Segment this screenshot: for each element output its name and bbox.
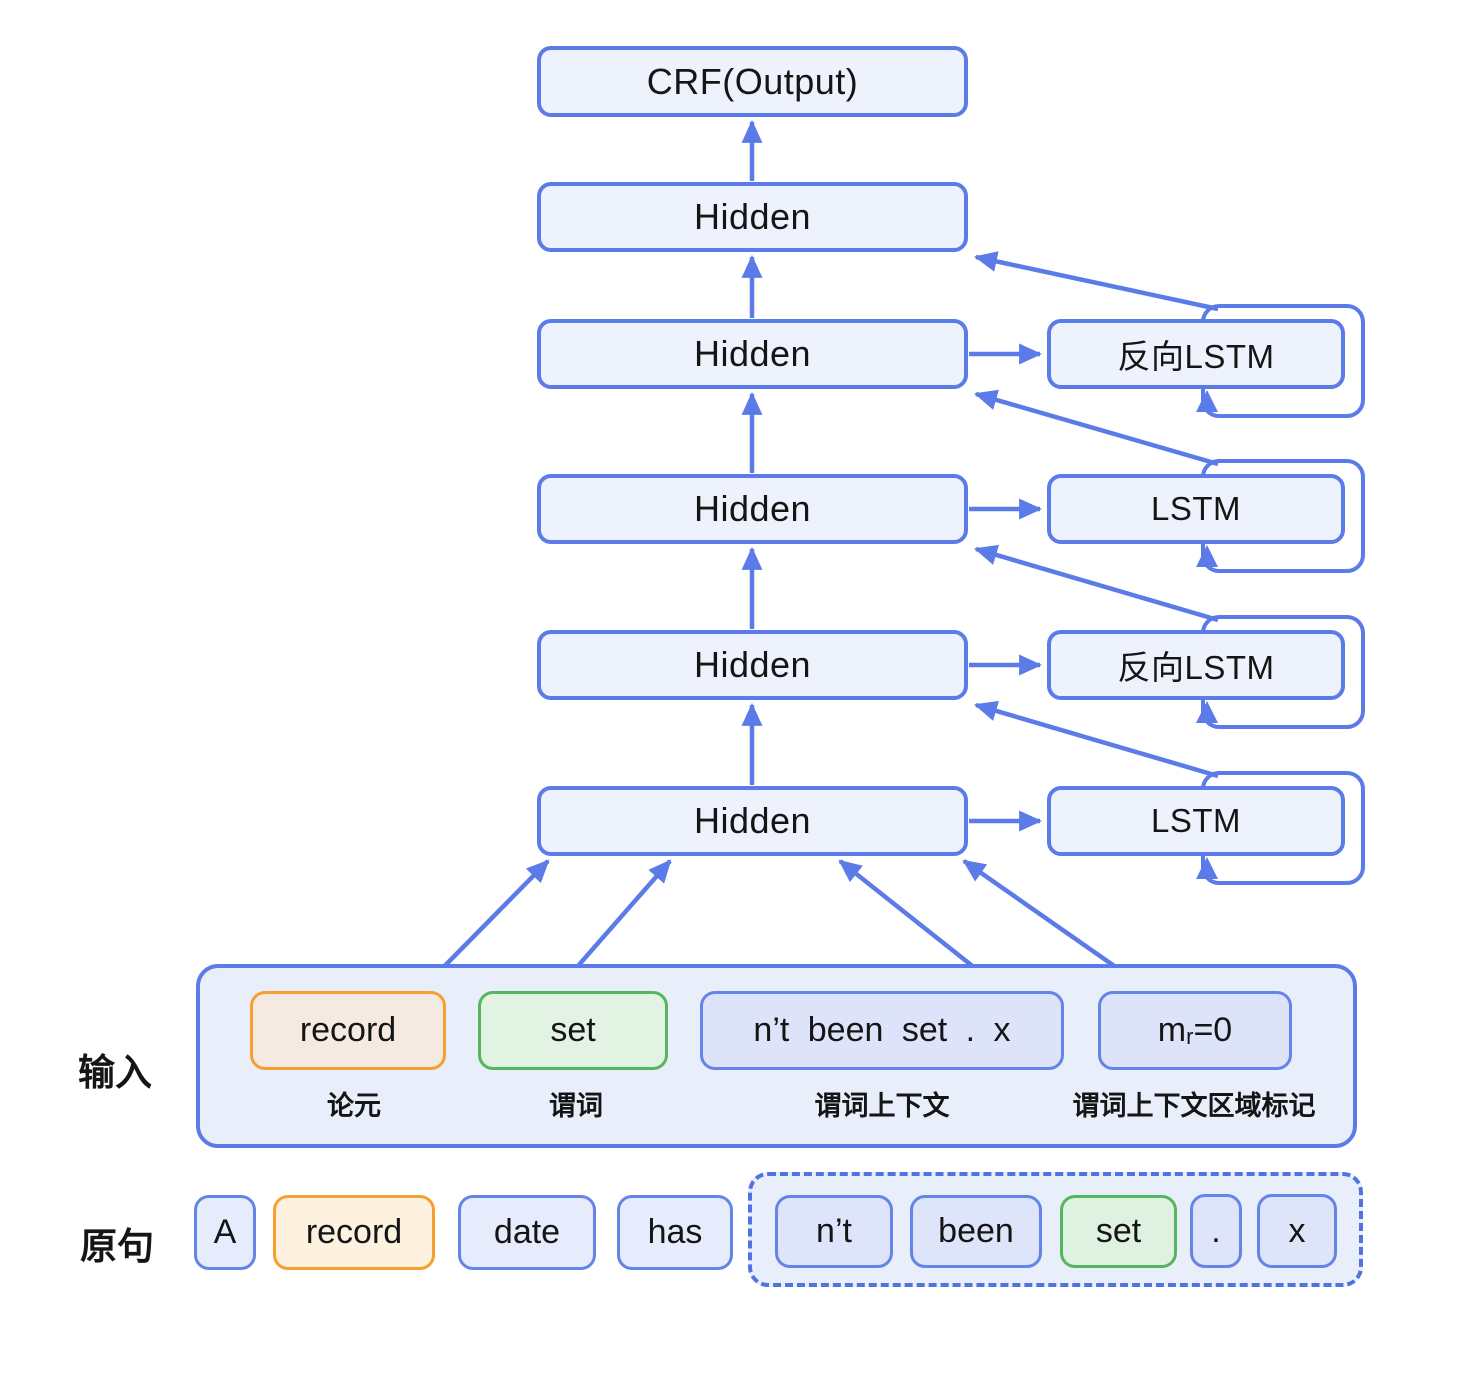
hidden-box-2: Hidden [537, 319, 968, 389]
sentence-token-has: has [617, 1195, 733, 1270]
sentence-token-date: date [458, 1195, 596, 1270]
input-token-predicate: set [478, 991, 668, 1070]
hidden-box-5: Hidden [537, 786, 968, 856]
mr-base: m [1157, 1011, 1187, 1049]
crf-output-box: CRF(Output) [537, 46, 968, 117]
caption-context: 谓词上下文 [814, 1091, 950, 1121]
self-loop-arrowheads [1196, 390, 1218, 879]
sentence-token-a: A [194, 1195, 256, 1270]
caption-argument: 论元 [327, 1091, 381, 1121]
input-token-argument: record [250, 991, 446, 1070]
backward-lstm-box-2: 反向LSTM [1047, 630, 1345, 700]
caption-region-mark: 谓词上下文区域标记 [1072, 1091, 1316, 1121]
lstm-box-1: LSTM [1047, 474, 1345, 544]
input-side-label: 输入 [78, 1052, 152, 1093]
input-token-context: n’t been set . x [700, 991, 1064, 1070]
hidden-box-1: Hidden [537, 182, 968, 252]
sentence-token-nt: n’t [775, 1195, 893, 1268]
backward-lstm-box-1: 反向LSTM [1047, 319, 1345, 389]
mr-rest: =0 [1193, 1011, 1233, 1049]
caption-predicate: 谓词 [549, 1091, 603, 1121]
sentence-side-label: 原句 [80, 1226, 154, 1267]
hidden-box-4: Hidden [537, 630, 968, 700]
sentence-token-been: been [910, 1195, 1042, 1268]
sentence-token-record: record [273, 1195, 435, 1270]
sentence-token-period: . [1190, 1194, 1242, 1268]
connector-arrows [418, 119, 1219, 993]
hidden-box-3: Hidden [537, 474, 968, 544]
sentence-token-set: set [1060, 1195, 1177, 1268]
sentence-token-x: x [1257, 1194, 1337, 1268]
lstm-box-2: LSTM [1047, 786, 1345, 856]
